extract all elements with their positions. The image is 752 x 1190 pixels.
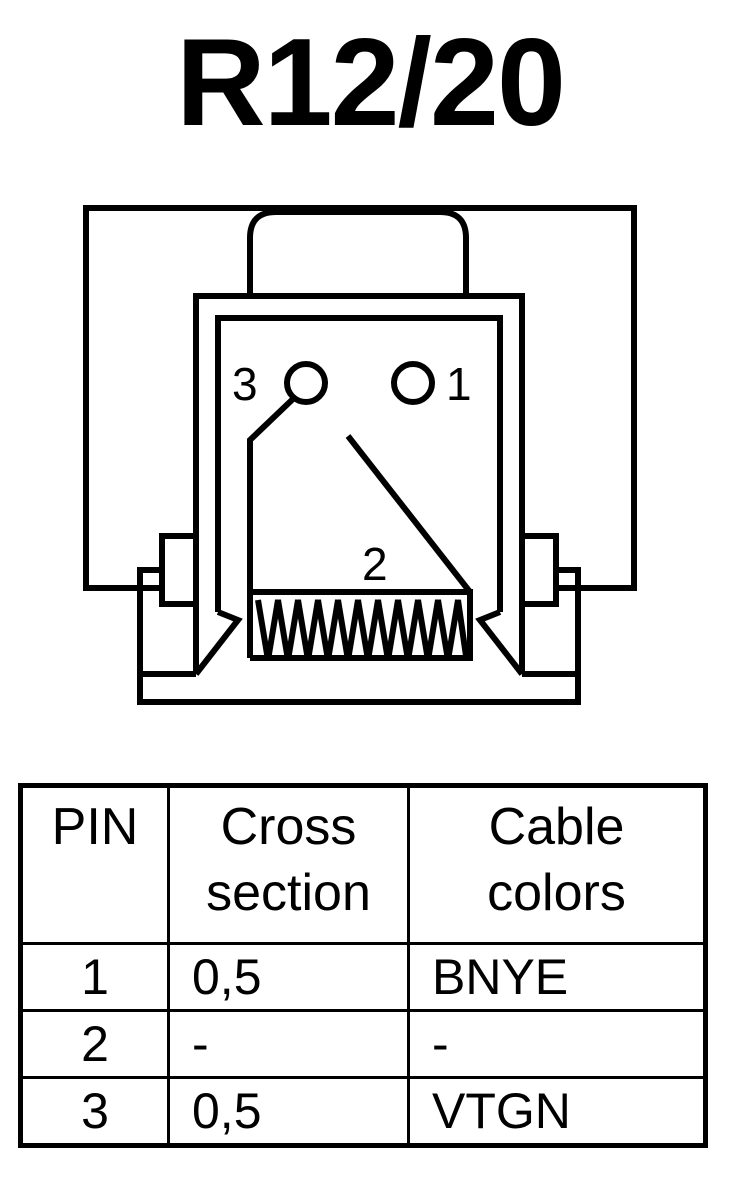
table-row: 2 - -: [19, 1009, 707, 1079]
cell-cable-color: VTGN: [407, 1076, 707, 1147]
pin-label-2: 2: [362, 538, 388, 590]
inner-frame-inner: [215, 315, 503, 612]
pin-label-3: 3: [232, 358, 258, 410]
pin-3-wire: [247, 395, 297, 658]
pin-1-circle: [391, 361, 435, 405]
inner-frame-outer: [193, 293, 525, 674]
table-row: 3 0,5 VTGN: [19, 1076, 707, 1147]
diagram-title: R12/20: [176, 14, 566, 152]
pin-2-wire: [345, 434, 473, 594]
header-pin: PIN: [19, 784, 170, 945]
header-cross-section: Cross section: [167, 784, 410, 945]
header-cable-colors: Cable colors: [407, 784, 707, 945]
cell-pin: 3: [19, 1076, 170, 1147]
pin-3-circle: [284, 361, 328, 405]
cell-cross-section: -: [167, 1009, 410, 1079]
cell-cross-section: 0,5: [167, 942, 410, 1012]
cell-cross-section: 0,5: [167, 1076, 410, 1147]
outer-housing: [83, 205, 637, 591]
pin-assignment-table: PIN Cross section Cable colors 1 0,5 BNY…: [18, 783, 708, 1148]
spring-zigzag: [255, 599, 469, 661]
pin-label-1: 1: [446, 358, 472, 410]
cell-cable-color: -: [407, 1009, 707, 1079]
connector-diagram: 3 1 2: [83, 205, 637, 705]
spring-contact: [250, 589, 473, 661]
right-latch: [475, 609, 525, 676]
table-row: 1 0,5 BNYE: [19, 942, 707, 1012]
cell-pin: 1: [19, 942, 170, 1012]
left-latch: [193, 609, 243, 676]
top-tab: [247, 209, 469, 297]
base-bar: [137, 671, 581, 705]
cell-cable-color: BNYE: [407, 942, 707, 1012]
table-header-row: PIN Cross section Cable colors: [19, 784, 707, 945]
cell-pin: 2: [19, 1009, 170, 1079]
